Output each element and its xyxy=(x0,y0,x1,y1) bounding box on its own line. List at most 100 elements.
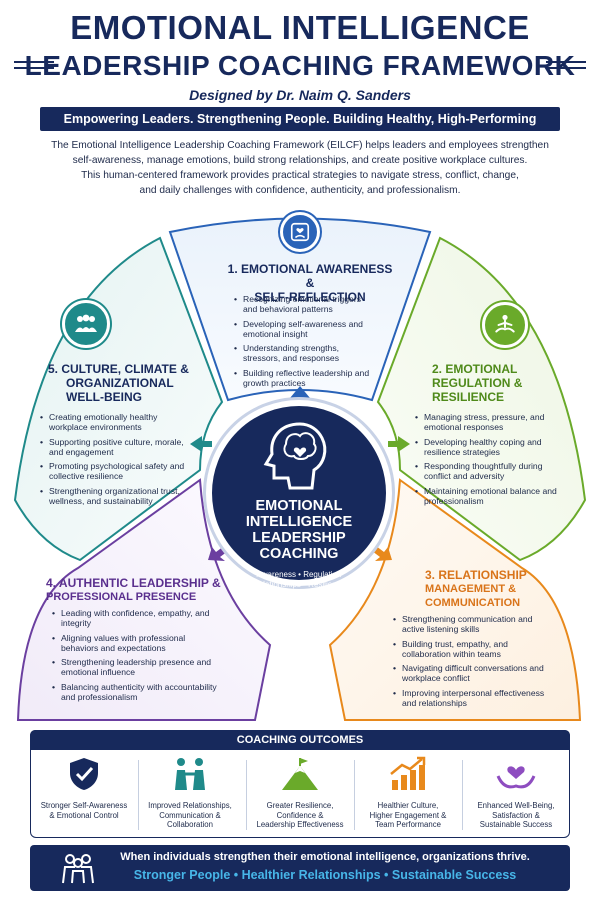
section-3-title-line: MANAGEMENT & xyxy=(425,583,517,595)
section-2-title: 2. EMOTIONAL REGULATION & RESILIENCE xyxy=(432,362,552,404)
outcome-label: Stronger Self-Awareness & Emotional Cont… xyxy=(34,801,134,820)
list-item: Creating emotionally healthy workplace e… xyxy=(40,412,190,433)
section-2-title-line: 2. EMOTIONAL xyxy=(432,362,518,376)
outcome-label-line: Greater Resilience, xyxy=(266,801,334,810)
brain-head-icon xyxy=(263,422,327,490)
section-4-title-line: 4. AUTHENTIC LEADERSHIP & xyxy=(46,576,221,590)
intro-line: self-awareness, manage emotions, build s… xyxy=(72,155,528,166)
heart-person-icon xyxy=(280,212,320,252)
intro-line: This human-centered framework provides p… xyxy=(81,170,519,181)
list-item: Developing self-awareness and emotional … xyxy=(234,319,374,340)
center-title-line: COACHING xyxy=(259,546,339,562)
list-item: Improving interpersonal effectiveness an… xyxy=(393,688,553,709)
outcome-label: Enhanced Well-Being, Satisfaction & Sust… xyxy=(466,801,566,830)
center-sub-line: Leadership • Well-Being xyxy=(256,590,342,599)
arrow-right-icon xyxy=(388,436,410,452)
outcome-label-line: Team Performance xyxy=(375,820,441,830)
page-title: EMOTIONAL INTELLIGENCE xyxy=(70,9,530,46)
outcome-divider xyxy=(354,760,355,830)
list-item: Building reflective leadership and growt… xyxy=(234,368,374,389)
section-2-list: Managing stress, pressure, and emotional… xyxy=(415,412,565,510)
outcome-item: Improved Relationships, Communication & … xyxy=(140,756,240,830)
outcome-label-line: Collaboration xyxy=(167,820,213,830)
decorative-rule-left xyxy=(14,61,54,69)
arrow-down-left-icon xyxy=(208,546,228,561)
center-title-line: INTELLIGENCE xyxy=(245,514,353,530)
meditation-icon xyxy=(482,302,528,348)
tagline-banner: Empowering Leaders. Strengthening People… xyxy=(40,107,560,150)
center-subtitle: Awareness • Regulation Relationships • R… xyxy=(206,570,392,600)
section-4-list: Leading with confidence, empathy, and in… xyxy=(52,608,222,706)
group-icon xyxy=(62,854,94,884)
list-item: Building trust, empathy, and collaborati… xyxy=(393,639,553,660)
outcome-label: Healthier Culture, Higher Engagement & T… xyxy=(358,801,458,830)
outcome-label-line: Higher Engagement & xyxy=(369,810,447,820)
list-item: Maintaining emotional balance and profes… xyxy=(415,486,565,507)
outcome-divider xyxy=(246,760,247,830)
intro-paragraph: The Emotional Intelligence Leadership Co… xyxy=(30,138,570,198)
arrow-left-icon xyxy=(190,436,212,452)
list-item: Strengthening organizational trust, well… xyxy=(40,486,190,507)
center-title-line: LEADERSHIP xyxy=(252,530,346,546)
mountain-flag-icon xyxy=(282,758,318,790)
arrow-up-icon xyxy=(290,386,310,408)
footer-slogan: Stronger People • Healthier Relationship… xyxy=(133,868,517,882)
center-title-line: EMOTIONAL xyxy=(255,498,343,514)
section-3-list: Strengthening communication and active l… xyxy=(393,614,553,712)
section-5-title: 5. CULTURE, CLIMATE & ORGANIZATIONAL WEL… xyxy=(48,362,198,404)
section-2-title-line: REGULATION & xyxy=(432,376,523,390)
outcome-label-line: Leadership Effectiveness xyxy=(256,820,344,830)
section-3-title-line: COMMUNICATION xyxy=(425,597,521,609)
list-item: Leading with confidence, empathy, and in… xyxy=(52,608,222,629)
intro-line: The Emotional Intelligence Leadership Co… xyxy=(51,140,549,151)
footer-statement: When individuals strengthen their emotio… xyxy=(120,851,530,863)
arrow-down-right-icon xyxy=(372,546,392,561)
section-5-list: Creating emotionally healthy workplace e… xyxy=(40,412,190,510)
section-5-title-line: WELL-BEING xyxy=(66,390,142,404)
section-3-title: 3. RELATIONSHIP MANAGEMENT & COMMUNICATI… xyxy=(425,568,565,610)
growth-chart-icon xyxy=(390,756,426,790)
outcome-item: Stronger Self-Awareness & Emotional Cont… xyxy=(34,756,134,820)
center-sub-line: Relationships • Resilience xyxy=(252,580,346,589)
outcome-item: Greater Resilience, Confidence & Leaders… xyxy=(250,756,350,830)
outcome-label-line: Stronger Self-Awareness xyxy=(40,801,128,810)
footer-banner xyxy=(30,845,570,891)
list-item: Developing healthy coping and resilience… xyxy=(415,437,565,458)
outcome-label-line: Enhanced Well-Being, xyxy=(477,801,555,810)
list-item: Strengthening communication and active l… xyxy=(393,614,553,635)
outcome-divider xyxy=(462,760,463,830)
section-5-title-line: 5. CULTURE, CLIMATE & xyxy=(48,362,189,376)
outcome-label-line: Confidence & xyxy=(276,810,324,820)
section-4-title-line: PROFESSIONAL PRESENCE xyxy=(46,591,197,603)
outcome-label-line: Healthier Culture, xyxy=(377,801,439,810)
section-3-title-line: 3. RELATIONSHIP xyxy=(425,568,527,582)
intro-line: and daily challenges with confidence, au… xyxy=(139,185,461,196)
outcome-label-line: Communication & xyxy=(159,810,221,820)
list-item: Managing stress, pressure, and emotional… xyxy=(415,412,565,433)
list-item: Strengthening leadership presence and em… xyxy=(52,657,222,678)
team-icon xyxy=(62,300,110,348)
list-item: Recognizing emotional triggers and behav… xyxy=(234,294,374,315)
outcome-label: Greater Resilience, Confidence & Leaders… xyxy=(250,801,350,830)
page-subtitle: LEADERSHIP COACHING FRAMEWORK xyxy=(24,50,576,81)
section-4-title: 4. AUTHENTIC LEADERSHIP & PROFESSIONAL P… xyxy=(46,576,226,604)
section-5-title-line: ORGANIZATIONAL xyxy=(66,376,174,390)
shield-check-icon xyxy=(70,758,98,790)
outcome-label-line: & Emotional Control xyxy=(49,810,119,820)
outcome-divider xyxy=(138,760,139,830)
list-item: Supporting positive culture, morale, and… xyxy=(40,437,190,458)
list-item: Navigating difficult conversations and w… xyxy=(393,663,553,684)
people-icon xyxy=(175,758,205,790)
list-item: Balancing authenticity with accountabili… xyxy=(52,682,222,703)
list-item: Responding thoughtfully during conflict … xyxy=(415,461,565,482)
section-2-title-line: RESILIENCE xyxy=(432,390,505,404)
center-circle xyxy=(206,400,392,586)
designer-credit: Designed by Dr. Naim Q. Sanders xyxy=(189,87,411,103)
outcome-label: Improved Relationships, Communication & … xyxy=(140,801,240,830)
outcomes-heading: COACHING OUTCOMES xyxy=(30,730,570,750)
outcome-label-line: Improved Relationships, xyxy=(148,801,232,810)
decorative-rule-right xyxy=(546,61,586,69)
section-1-title-line: 1. EMOTIONAL AWARENESS & xyxy=(227,262,393,290)
outcome-label-line: Satisfaction & xyxy=(492,810,540,820)
center-sub-line: Awareness • Regulation xyxy=(256,570,342,579)
